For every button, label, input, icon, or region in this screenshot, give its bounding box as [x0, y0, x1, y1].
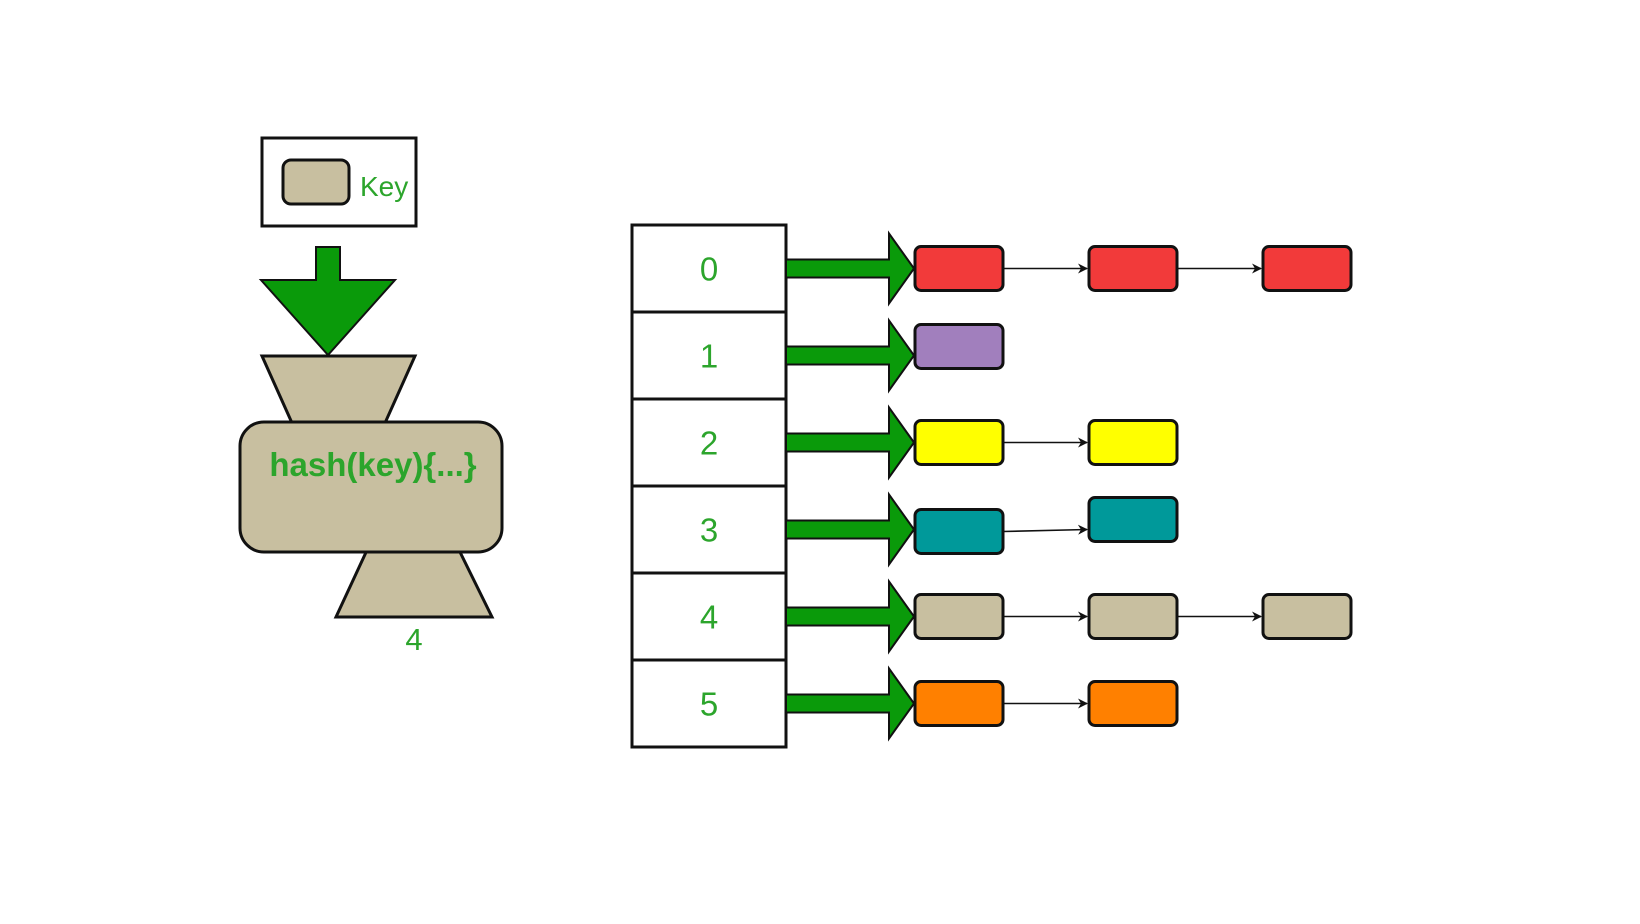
hash-function: hash(key){...} 4 — [238, 354, 504, 657]
hash-input-funnel — [259, 354, 418, 425]
bucket-cell — [630, 223, 788, 314]
bucket-index: 4 — [700, 599, 718, 636]
chain-node — [913, 508, 1005, 555]
chain-node — [913, 323, 1005, 370]
hash-function-body — [238, 420, 504, 554]
chain-node — [1087, 419, 1179, 466]
key-box: Key — [260, 136, 418, 228]
chain-link-arrow — [1002, 524, 1088, 535]
bucket-pointer-arrow-icon — [785, 230, 916, 307]
bucket-cell — [630, 397, 788, 488]
chain-node — [913, 245, 1005, 292]
bucket-index: 0 — [700, 251, 718, 288]
chain-node — [913, 593, 1005, 640]
hash-output-value: 4 — [405, 622, 422, 657]
bucket-pointer-arrow-icon — [785, 404, 916, 481]
chain-node — [1087, 593, 1179, 640]
key-swatch — [281, 158, 351, 206]
bucket-pointer-arrow-icon — [785, 665, 916, 742]
bucket-pointer-arrow-icon — [785, 578, 916, 655]
hash-function-label: hash(key){...} — [269, 446, 476, 483]
key-label: Key — [360, 171, 408, 202]
bucket-index: 3 — [700, 512, 718, 549]
chain-node — [1087, 245, 1179, 292]
chain-node — [1087, 680, 1179, 727]
chain-node — [1261, 245, 1353, 292]
bucket-index: 1 — [700, 338, 718, 375]
chain-node — [1261, 593, 1353, 640]
bucket-index: 2 — [700, 425, 718, 462]
bucket-cell — [630, 658, 788, 749]
down-arrow-icon — [258, 246, 398, 357]
bucket-array: 0 1 2 3 4 5 — [630, 223, 1353, 749]
chain-node — [1087, 496, 1179, 543]
bucket-index: 5 — [700, 686, 718, 723]
bucket-pointer-arrow-icon — [785, 317, 916, 394]
hash-output-funnel — [333, 546, 495, 619]
chain-node — [913, 680, 1005, 727]
bucket-cell — [630, 310, 788, 401]
bucket-pointer-arrow-icon — [785, 491, 916, 568]
chain-node — [913, 419, 1005, 466]
